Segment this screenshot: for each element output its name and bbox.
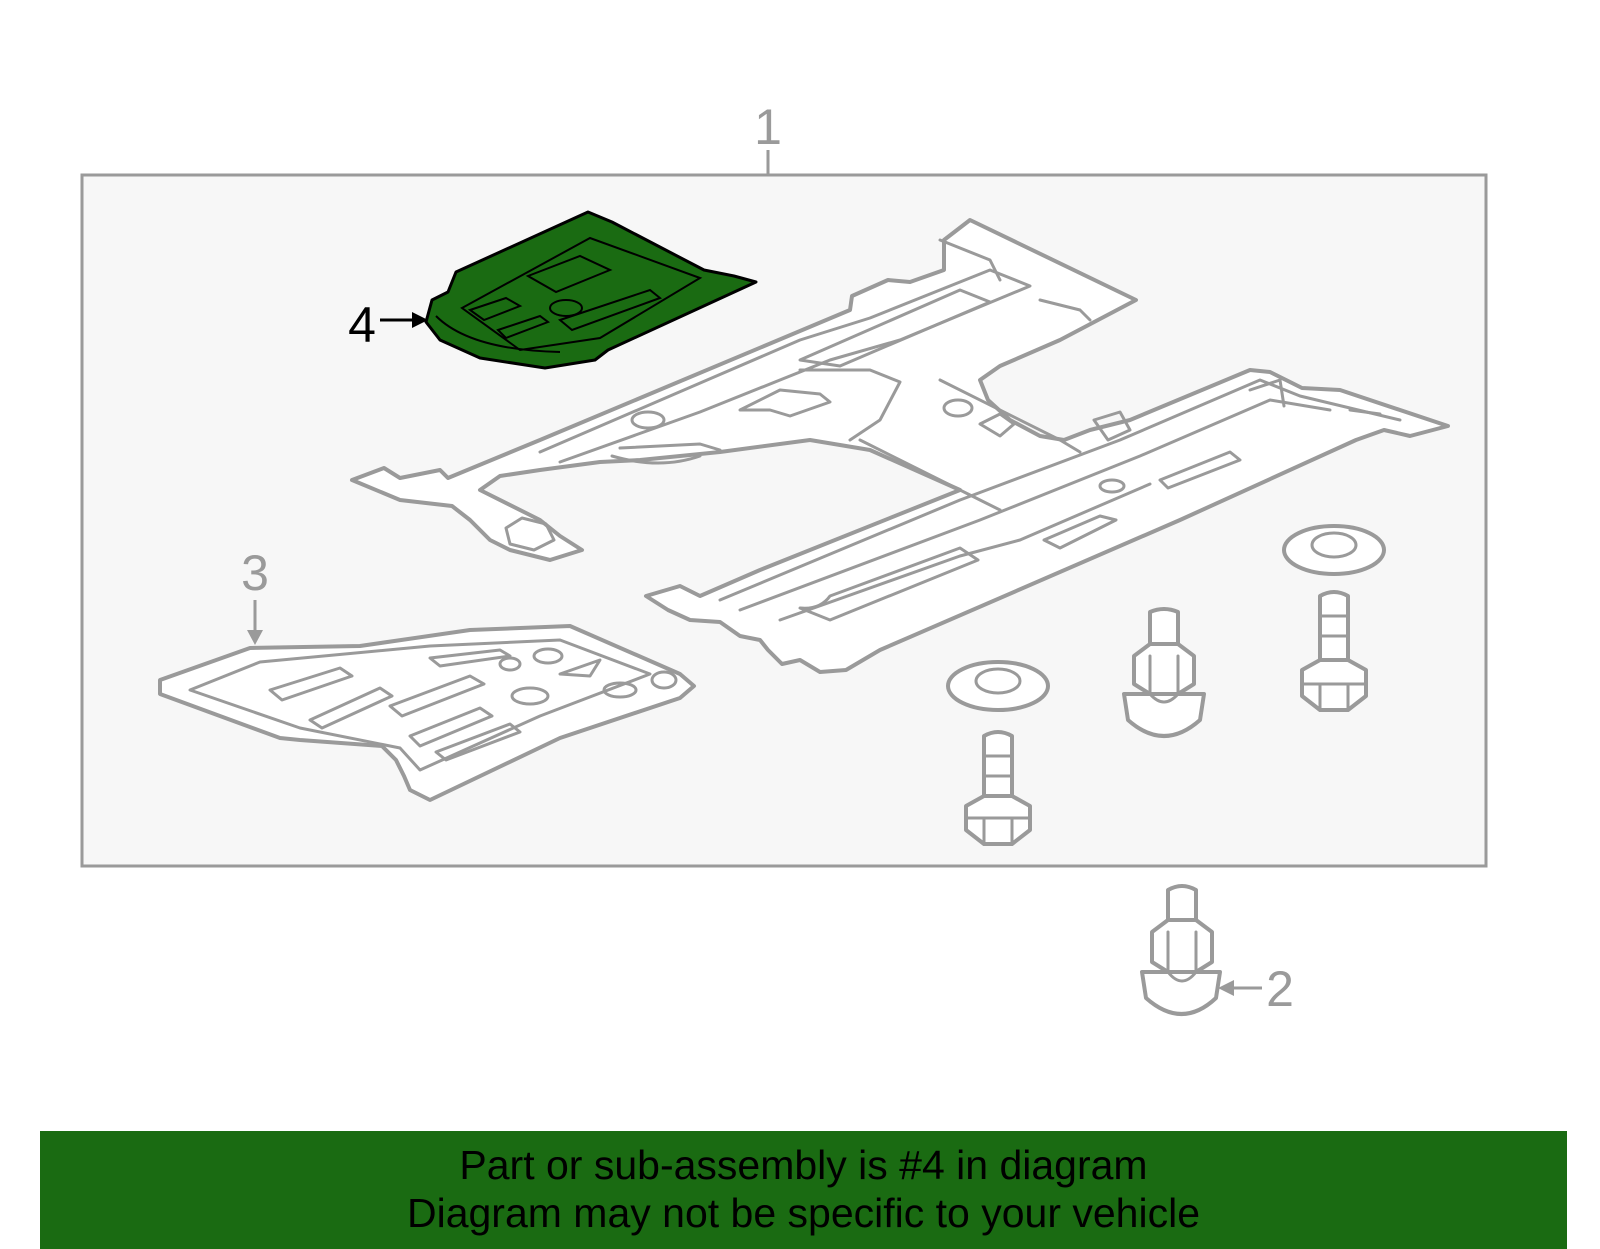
part-2-flange-nut [1140, 884, 1222, 1016]
flange-nut-middle [1122, 607, 1206, 738]
bolt-left [964, 730, 1032, 846]
parts-diagram: 1 4 3 [80, 99, 1488, 1017]
bolt-right [1300, 590, 1368, 712]
callout-2-arrowhead [1218, 980, 1234, 996]
callout-3-arrowhead [247, 630, 263, 645]
part-1-main-undercover [350, 218, 1450, 674]
info-banner: Part or sub-assembly is #4 in diagram Di… [40, 1131, 1567, 1249]
part-4-cover[interactable] [424, 210, 758, 370]
washer-left [946, 660, 1050, 712]
callout-4-label: 4 [348, 297, 376, 353]
part-3-side-cover [158, 624, 696, 802]
callout-2-label: 2 [1266, 961, 1294, 1017]
assembly-panel [80, 173, 1488, 868]
washer-right [1282, 524, 1386, 576]
callout-3-label: 3 [241, 545, 269, 601]
callout-4-arrowhead [412, 312, 428, 328]
banner-line-1: Part or sub-assembly is #4 in diagram [459, 1142, 1148, 1188]
callout-1-label: 1 [754, 99, 782, 155]
banner-line-2: Diagram may not be specific to your vehi… [406, 1190, 1200, 1236]
